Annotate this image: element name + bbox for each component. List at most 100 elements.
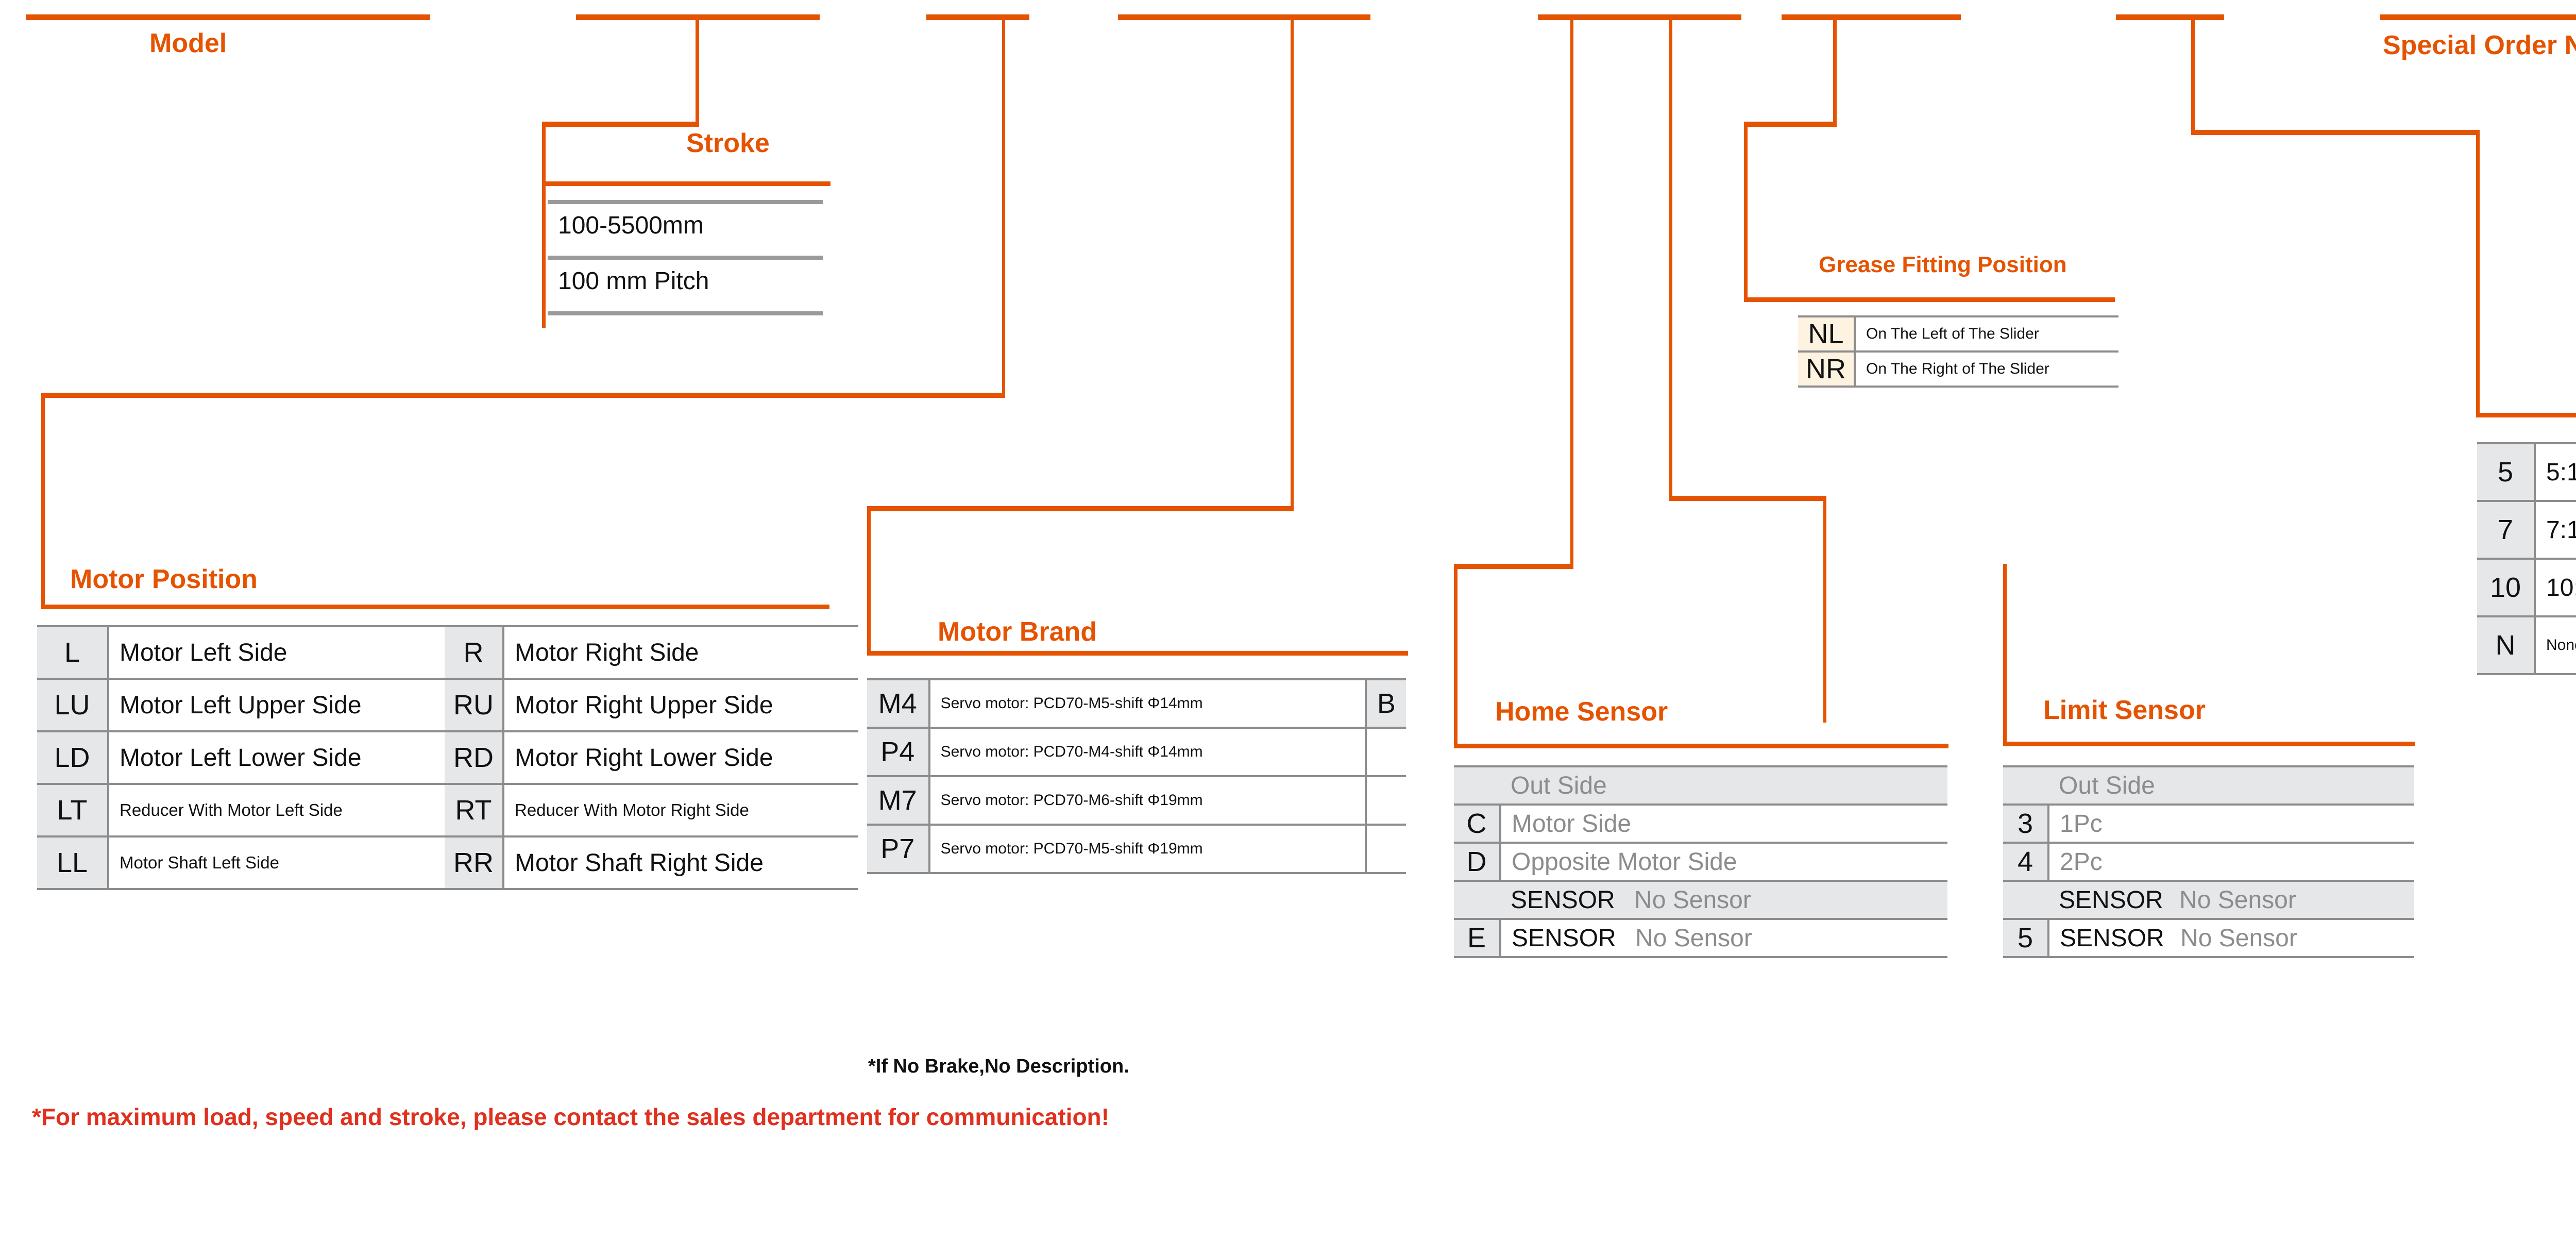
bracket-motor-position [41,393,829,609]
stroke-value-pitch: 100 mm Pitch [558,267,709,295]
cell-desc: 5:1 [2535,442,2576,502]
cell-desc-left: Reducer With Motor Left Side [108,783,445,838]
table-row: P7 Servo motor: PCD70-M5-shift Φ19mm [867,824,1406,874]
cell-desc: Servo motor: PCD70-M6-shift Φ19mm [929,775,1367,826]
cell-code-right: RT [445,783,504,838]
cell-desc: On The Right of The Slider [1855,350,2119,388]
connector-gearbox-top [2116,14,2224,20]
home-sensor-table: Out Side C Motor Side D Opposite Motor S… [1454,765,1947,958]
cell-code-left: L [37,625,109,680]
table-row: E SENSOR No Sensor [1454,918,1947,958]
connector-homesensor-top [1538,14,1656,20]
cell-code: 3 [2003,803,2049,844]
table-row: 5 SENSOR No Sensor [2003,918,2414,958]
stroke-table: 100-5500mm 100 mm Pitch [548,200,823,315]
cell-code-right: R [445,625,504,680]
cell-code: P4 [867,727,930,777]
motor-brand-table: M4 Servo motor: PCD70-M5-shift Φ14mm B P… [867,678,1406,874]
grease-fitting-table: NL On The Left of The Slider NR On The R… [1798,315,2119,388]
table-row: LL Motor Shaft Left Side RR Motor Shaft … [37,835,858,890]
connector-limitsensor-top [1654,14,1741,20]
sensor-value: No Sensor [2180,924,2297,952]
cell-desc: Out Side [1500,765,1947,806]
sensor-label: SENSOR [2059,886,2163,914]
connector-limitsensor-h [1669,496,1826,501]
cell-desc-combo: SENSOR No Sensor [2048,918,2414,958]
cell-desc-right: Reducer With Motor Right Side [503,783,858,838]
table-row: LT Reducer With Motor Left Side RT Reduc… [37,783,858,838]
table-row: 4 2Pc [2003,842,2414,882]
cell-code: D [1454,842,1501,882]
connector-model-top [26,14,430,20]
connector-motorposition-h [41,393,1005,398]
cell-code [2003,880,2048,920]
group-title-home-sensor: Home Sensor [1495,697,1668,727]
table-row: 5 5:1 [2477,442,2576,502]
grease-fitting-rows: NL On The Left of The Slider NR On The R… [1798,315,2119,388]
connector-motorposition-top [926,14,1029,20]
sensor-label: SENSOR [1511,886,1615,914]
cell-desc: 10:1 [2535,558,2576,617]
cell-brake [1365,775,1406,826]
cell-desc: On The Left of The Slider [1855,315,2119,353]
connector-limitsensor-v [1669,14,1672,499]
cell-code: N [2477,615,2536,675]
table-row: SENSOR No Sensor [2003,880,2414,920]
table-row: N None Gearbox Type [2477,615,2576,675]
cell-brake [1365,824,1406,874]
connector-grease-h1 [1744,122,1837,127]
connector-motorbrand-v [1291,14,1294,509]
connector-stroke-h1 [542,122,699,127]
cell-code: NR [1798,350,1856,388]
connector-specialorder-top [2380,14,2576,20]
cell-desc: Servo motor: PCD70-M5-shift Φ19mm [929,824,1367,874]
connector-homesensor-v [1570,14,1573,567]
cell-desc: Servo motor: PCD70-M5-shift Φ14mm [929,678,1367,729]
cell-code-right: RR [445,835,504,890]
group-title-model: Model [149,28,227,58]
cell-desc: Servo motor: PCD70-M4-shift Φ14mm [929,727,1367,777]
group-title-motor-position: Motor Position [70,564,258,594]
connector-homesensor-h [1454,564,1573,569]
connector-grease-v1 [1833,14,1837,124]
cell-desc-right: Motor Right Upper Side [503,678,858,732]
table-row: C Motor Side [1454,803,1947,844]
bracket-stroke [542,122,831,186]
cell-desc: Out Side [2048,765,2414,806]
connector-stroke-v1 [696,14,699,125]
table-row: LU Motor Left Upper Side RU Motor Right … [37,678,858,732]
bracket-home-sensor [1454,564,1948,748]
cell-desc: None Gearbox Type [2535,615,2576,675]
sensor-value: No Sensor [1634,886,1751,914]
cell-brake: B [1365,678,1406,729]
home-sensor-rows: Out Side C Motor Side D Opposite Motor S… [1454,765,1947,958]
cell-desc-left: Motor Shaft Left Side [108,835,445,890]
cell-desc-left: Motor Left Upper Side [108,678,445,732]
cell-code-left: LL [37,835,109,890]
cell-desc-combo: SENSOR No Sensor [1500,918,1947,958]
gearbox-ratio-table: 5 5:1 7 7:1 10 10:1 N None Gearbox Type [2477,442,2576,675]
motor-position-rows: L Motor Left Side R Motor Right Side LU … [37,625,858,890]
cell-code-left: LU [37,678,109,732]
group-title-limit-sensor: Limit Sensor [2043,695,2206,725]
sensor-label: SENSOR [2060,924,2164,952]
cell-desc: 7:1 [2535,500,2576,560]
bracket-gearbox-ratio [2476,330,2576,417]
cell-code-right: RU [445,678,504,732]
sensor-label: SENSOR [1512,924,1616,952]
gearbox-ratio-rows: 5 5:1 7 7:1 10 10:1 N None Gearbox Type [2477,442,2576,675]
cell-desc-left: Motor Left Lower Side [108,730,445,785]
stroke-rule-mid [548,256,823,260]
cell-desc-combo: SENSOR No Sensor [1500,880,1947,920]
cell-code: M4 [867,678,930,729]
cell-desc-right: Motor Right Side [503,625,858,680]
connector-limitsensor-v2 [1823,496,1826,723]
motor-brand-rows: M4 Servo motor: PCD70-M5-shift Φ14mm B P… [867,678,1406,874]
stroke-value-range: 100-5500mm [558,212,704,239]
cell-desc: Opposite Motor Side [1500,842,1947,882]
connector-stroke-v2 [542,122,546,328]
motor-brand-footnote: *If No Brake,No Description. [868,1056,1129,1077]
connector-motorbrand-top [1118,14,1370,20]
cell-desc: 1Pc [2048,803,2414,844]
